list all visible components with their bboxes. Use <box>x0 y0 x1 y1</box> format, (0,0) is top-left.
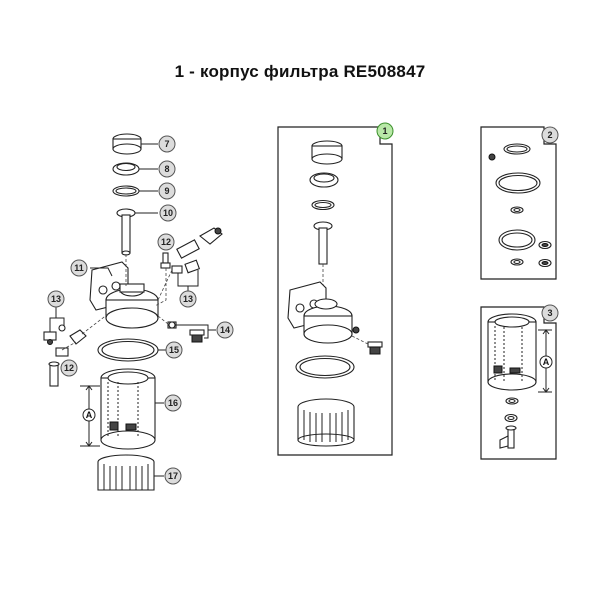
dimension-a-right: A <box>538 329 553 393</box>
callout-10[interactable]: 10 <box>159 204 177 222</box>
callout-16[interactable]: 16 <box>164 394 182 412</box>
callout-11[interactable]: 11 <box>70 259 88 277</box>
callout-13-left[interactable]: 13 <box>47 290 65 308</box>
dimension-label-left: A <box>86 410 93 420</box>
dimension-label-right: A <box>543 357 550 367</box>
callout-7[interactable]: 7 <box>158 135 176 153</box>
callout-15[interactable]: 15 <box>165 341 183 359</box>
svg-text:12: 12 <box>64 363 74 373</box>
svg-text:16: 16 <box>168 398 178 408</box>
part-17-bowl[interactable] <box>97 454 164 491</box>
svg-text:2: 2 <box>547 130 552 140</box>
callout-2[interactable]: 2 <box>541 126 559 144</box>
svg-text:14: 14 <box>220 325 230 335</box>
callout-14[interactable]: 14 <box>216 321 234 339</box>
center-ring[interactable] <box>309 172 339 188</box>
kit-3-frame: A <box>480 306 557 460</box>
center-assembly-frame <box>277 126 393 456</box>
callout-13-upper[interactable]: 13 <box>179 290 197 308</box>
part-11-filter-head[interactable] <box>89 254 159 329</box>
part-9-oring[interactable] <box>112 185 158 197</box>
center-filter-head[interactable] <box>287 281 360 344</box>
svg-text:11: 11 <box>74 263 84 273</box>
svg-text:10: 10 <box>163 208 173 218</box>
svg-text:3: 3 <box>547 308 552 318</box>
kit-3-filter-element[interactable] <box>487 313 537 391</box>
center-cap[interactable] <box>311 140 343 165</box>
page-title: 1 - корпус фильтра RE508847 <box>174 62 426 81</box>
center-drain-plug[interactable] <box>351 335 383 355</box>
part-14-plug[interactable] <box>157 315 216 343</box>
callout-8[interactable]: 8 <box>158 160 176 178</box>
kit-2-parts[interactable] <box>488 143 552 268</box>
svg-text:13: 13 <box>51 294 61 304</box>
callout-1[interactable]: 1 <box>376 122 394 140</box>
part-10-stem[interactable] <box>116 208 158 256</box>
center-seal[interactable] <box>295 355 355 379</box>
callouts: 7 8 9 10 11 12 13 13 <box>47 122 559 485</box>
dimension-a-left: A <box>80 385 100 447</box>
svg-text:17: 17 <box>168 471 178 481</box>
center-oring[interactable] <box>311 199 335 211</box>
part-7-cap[interactable] <box>112 133 158 155</box>
part-12-bleeder-left[interactable] <box>48 313 109 387</box>
part-13-fittings-left[interactable] <box>43 306 66 345</box>
callout-12-upper[interactable]: 12 <box>157 233 175 251</box>
center-stem[interactable] <box>313 221 333 296</box>
callout-12-left[interactable]: 12 <box>60 359 78 377</box>
part-16-filter-element[interactable] <box>100 368 164 450</box>
kit-3-small-parts[interactable] <box>499 397 519 449</box>
svg-text:13: 13 <box>183 294 193 304</box>
callout-17[interactable]: 17 <box>164 467 182 485</box>
part-12-bleeder-upper[interactable] <box>154 252 171 307</box>
center-bowl[interactable] <box>297 398 355 447</box>
part-15-seal[interactable] <box>97 338 166 362</box>
callout-3[interactable]: 3 <box>541 304 559 322</box>
svg-text:1: 1 <box>382 126 387 136</box>
svg-text:8: 8 <box>164 164 169 174</box>
svg-text:12: 12 <box>161 237 171 247</box>
svg-text:7: 7 <box>164 139 169 149</box>
svg-text:9: 9 <box>164 186 169 196</box>
callout-9[interactable]: 9 <box>158 182 176 200</box>
part-8-ring[interactable] <box>112 162 158 176</box>
part-13-fittings-upper[interactable] <box>157 259 201 301</box>
left-assembly: A <box>43 133 223 491</box>
kit-2-frame <box>480 126 557 280</box>
svg-text:15: 15 <box>169 345 179 355</box>
sensor-connector[interactable] <box>176 227 223 259</box>
